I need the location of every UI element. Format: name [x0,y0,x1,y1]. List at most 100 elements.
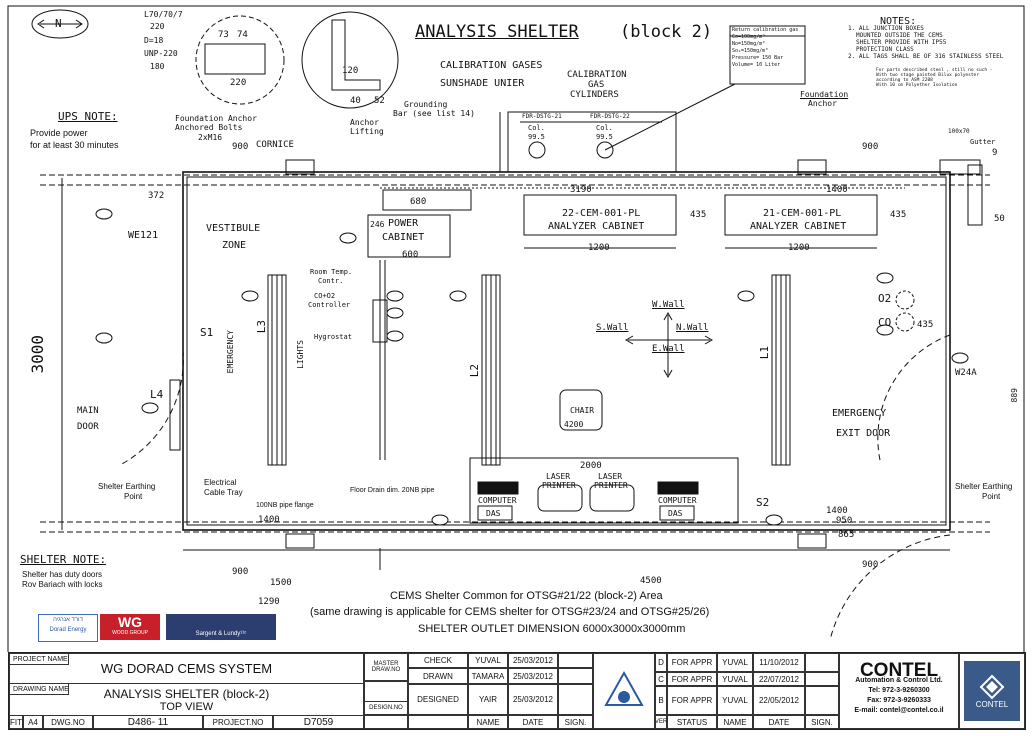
drawn-name: TAMARA [468,668,508,684]
page-subtitle: (block 2) [620,22,713,42]
rev-d-name: YUVAL [717,653,753,672]
exit-door-label: EMERGENCY [832,408,887,419]
dim: 1400 [826,506,848,516]
date-header: DATE [508,715,558,729]
dorad-logo: דורד אנרגיה Dorad Energy [38,614,98,642]
dim: 889 [1010,388,1019,403]
desk [469,457,739,524]
dim: 600 [402,250,419,260]
designed-name: YAIR [468,684,508,715]
dim: UNP-220 [144,49,178,58]
fdr-label: FDR-DSTG-22 [590,113,630,120]
note-line: SHELTER PROVIDE WITH IP55 [856,39,947,46]
cems-note-line: SHELTER OUTLET DIMENSION 6000x3000x3000m… [418,623,686,635]
contel-tel: Tel: 972-3-9260300 [868,687,930,694]
note-small: With 10 cm Polyether Isolation [876,83,958,88]
note-line: 2. ALL TAGS SHALL BE OF 316 STAINLESS ST… [848,53,1004,60]
dim: 52 [374,96,385,106]
rev-c-name: YUVAL [717,672,753,686]
note-small: according to ASM 2208 [876,78,933,83]
master-label: MASTER [373,661,399,667]
dim: 372 [148,191,165,201]
rev-b-name: YUVAL [717,686,753,715]
gutter-label: Gutter [970,138,996,146]
cornice-label: CORNICE [256,140,294,150]
computer-label: COMPUTER [658,496,697,505]
rev-c-date: 22/07/2012 [753,672,805,686]
calib-line: Co=100mg/m³ [732,34,766,40]
cems-note-line: (same drawing is applicable for CEMS she… [310,606,710,618]
das-label: DAS [668,509,683,518]
laser-printer-label: LASER [598,472,623,481]
analyzer-cabinet-21 [724,194,878,236]
title-block: PROJECT NAME WG DORAD CEMS SYSTEM DRAWIN… [8,652,1026,730]
contel-logo: CONTEL [964,661,1020,721]
drawing-name-1: ANALYSIS SHELTER (block-2) [103,687,270,701]
drawno-label: DRAW.NO [371,667,401,673]
dim: 180 [150,62,165,71]
rev-d: D [655,653,667,672]
a4-label: A4 [23,715,43,729]
vestibule-label: VESTIBULE [206,223,261,234]
chair-label: CHAIR [570,406,595,415]
drawn-label: DRAWN [408,668,468,684]
note-small: With two stage painted Bilux polyester [876,73,979,78]
anchor-label: Anchor [350,118,379,127]
sign-cell [805,672,839,686]
dim: L70/70/7 [144,10,183,19]
dim: 40 [350,96,361,106]
calib-box-title: Return calibration gas [732,27,799,33]
master-drawno: MASTER DRAW.NO [364,653,408,681]
plan-labels: N ANALYSIS SHELTER (block 2) NOTES: 1. A… [20,10,1019,635]
mountain-logo [593,653,655,729]
lifting-label: Lifting [350,127,384,136]
sl-logo: Sargent & Lundy¹¹ᶜ [166,614,276,640]
page-title: ANALYSIS SHELTER [415,22,579,42]
chair-dim: 4200 [564,420,584,429]
sign-cell [558,684,593,715]
project-no-label: PROJECT.NO [203,715,273,729]
mountain-logo-icon [604,670,644,706]
l2-label: L2 [468,364,481,378]
dim: 2000 [580,461,602,471]
wg-logo: WG WOOD GROUP [100,614,160,640]
rev-b: B [655,686,667,715]
project-name: WG DORAD CEMS SYSTEM [9,653,364,683]
main-door-label: MAIN [77,406,99,416]
designed-label: DESIGNED [408,684,468,715]
contel-logo-cell: CONTEL [959,653,1025,729]
rev-c-status: FOR APPR [667,672,717,686]
zone-label: ZONE [222,240,247,251]
sign-cell [558,668,593,684]
cabinet-22-id: 22-CEM-001-PL [562,208,641,219]
dim: 1290 [258,597,280,607]
check-label: CHECK [408,653,468,668]
sl-text: Sargent & Lundy¹¹ᶜ [195,631,247,637]
calib-cyl-label: CALIBRATION [567,70,627,80]
floor-plan [7,5,1025,731]
cable-tray-label: Cable Tray [204,488,243,497]
note-line: MOUNTED OUTSIDE THE CEMS [856,32,943,39]
fdr-label: FDR-DSTG-21 [522,113,562,120]
dim: 3190 [570,185,592,195]
w-wall-label: W.Wall [652,300,685,310]
name-header: NAME [717,715,753,729]
n-wall-label: N.Wall [676,323,709,333]
co-o2-label: CO+O2 [314,292,336,300]
s1-label: S1 [200,326,214,339]
room-temp-label: Room Temp. [310,268,353,276]
exit-door-label: EXIT DOOR [836,428,891,439]
wg-sub: WOOD GROUP [112,630,148,636]
designed-date: 25/03/2012 [508,684,558,715]
o2-label: O2 [878,292,892,305]
dwg-no-label: DWG.NO [43,715,93,729]
earthing-label: Point [982,492,1001,501]
dim: 120 [342,66,359,76]
col-value: 99.5 [596,133,613,141]
sunshade-label: SUNSHADE UNIER [440,78,525,89]
check-date: 25/03/2012 [508,653,558,668]
dim: 865 [838,530,855,540]
laser-printer-label: PRINTER [594,481,628,490]
controller-label: Controller [308,301,351,309]
check-name: YUVAL [468,653,508,668]
